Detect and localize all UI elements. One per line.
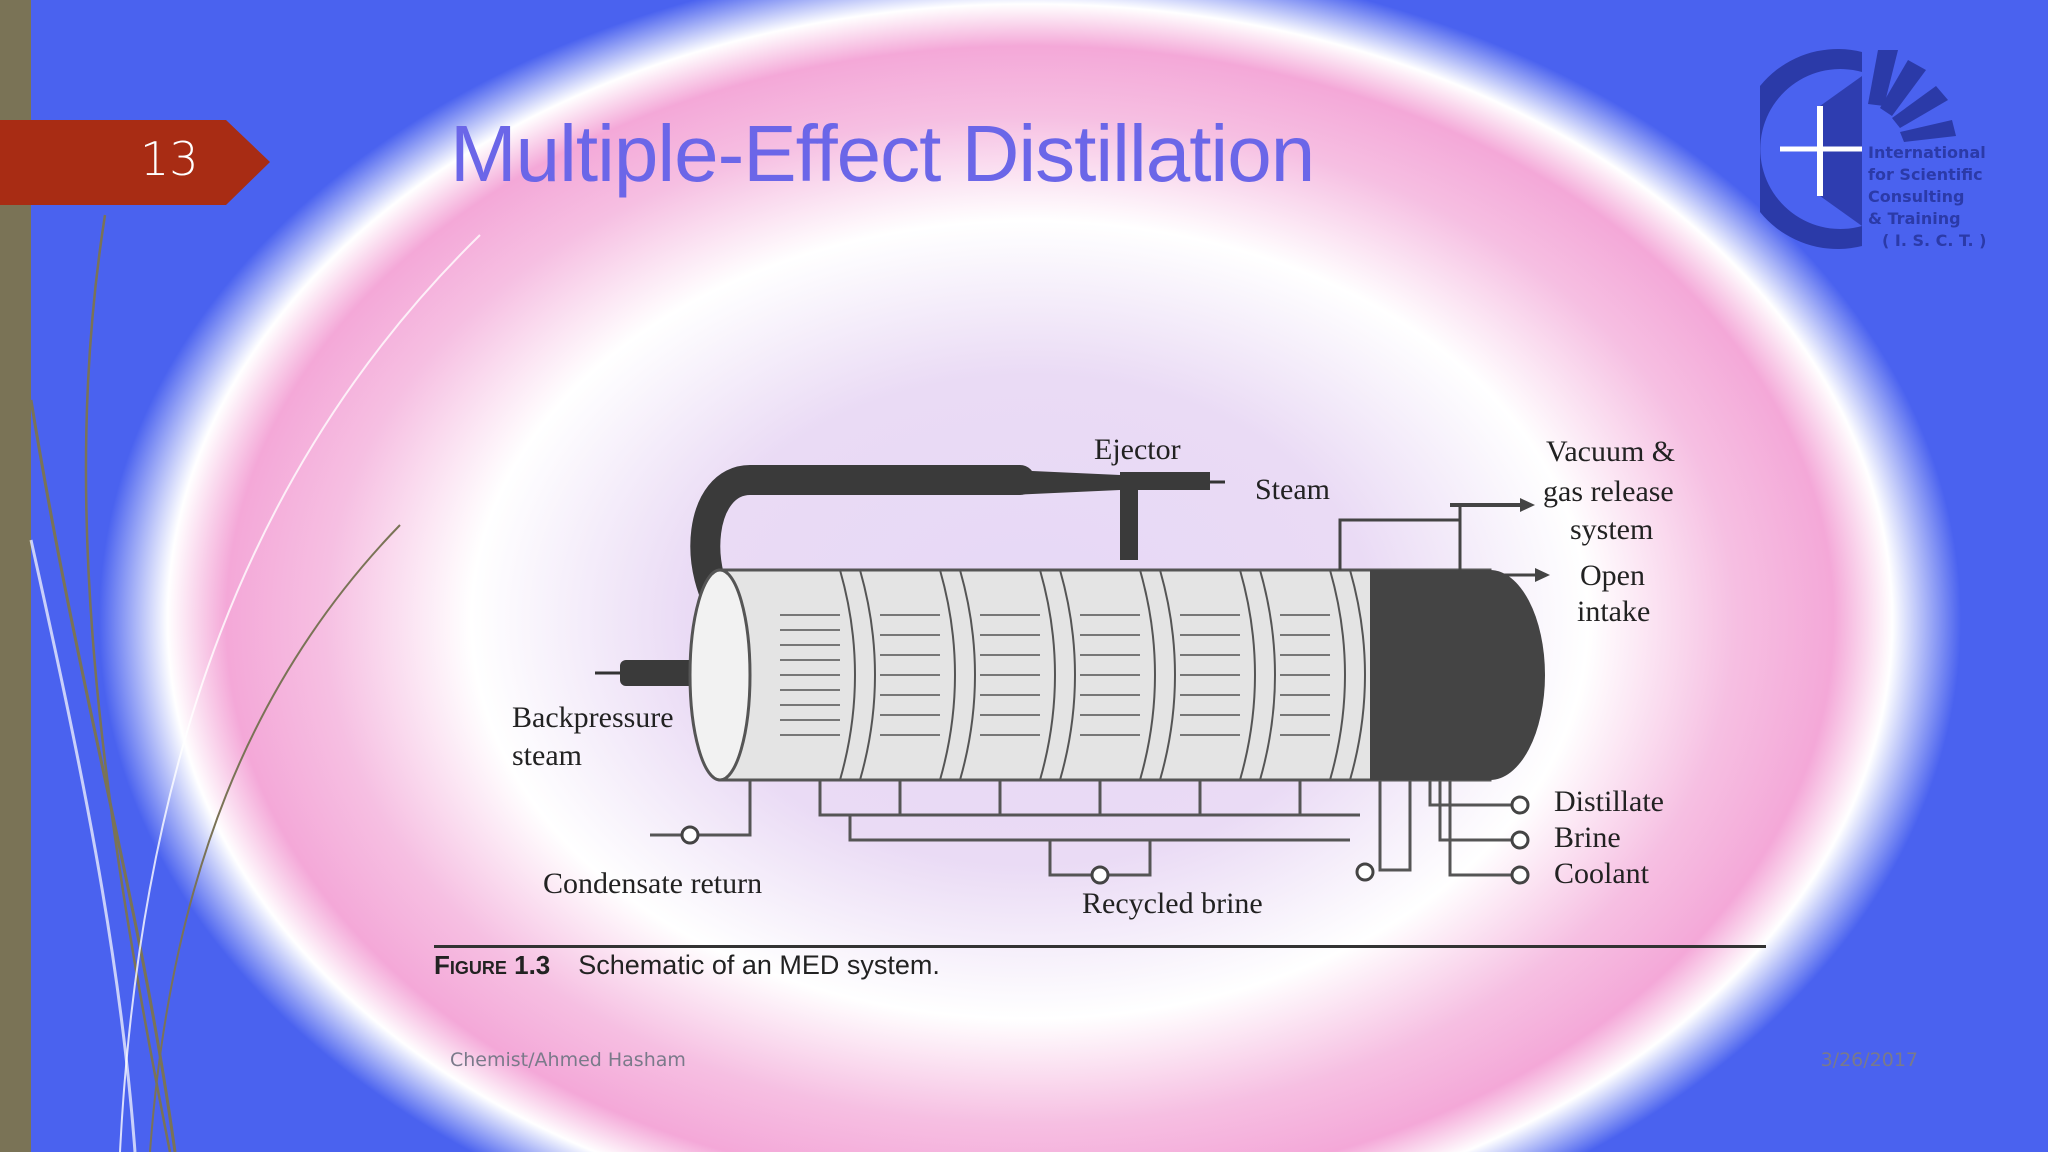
figure-caption: Figure 1.3 Schematic of an MED system.: [434, 950, 940, 981]
label-backpressure-1: Backpressure: [512, 701, 674, 734]
logo-line: for Scientific: [1868, 165, 1983, 184]
caption-rule: [434, 945, 1766, 948]
label-brine: Brine: [1554, 821, 1621, 854]
slide-title: Multiple-Effect Distillation: [450, 109, 1315, 198]
label-vacuum-1: Vacuum &: [1546, 435, 1676, 468]
logo-text: International for Scientific Consulting …: [1868, 142, 1987, 252]
footer-date: 3/26/2017: [1820, 1049, 1918, 1071]
label-vacuum-3: system: [1570, 513, 1654, 546]
label-ejector: Ejector: [1094, 433, 1181, 466]
label-coolant: Coolant: [1554, 857, 1649, 890]
label-recycled-brine: Recycled brine: [1082, 887, 1263, 920]
label-condensate: Condensate return: [543, 867, 763, 900]
caption-text: Schematic of an MED system.: [578, 950, 940, 980]
med-schematic-figure: [595, 465, 1550, 885]
footer-author: Chemist/Ahmed Hasham: [450, 1049, 686, 1071]
label-steam: Steam: [1255, 473, 1330, 506]
logo-line: ( I. S. C. T. ): [1882, 231, 1987, 250]
logo-line: International: [1868, 143, 1986, 162]
isct-logo-icon: [1760, 49, 1956, 249]
label-distillate: Distillate: [1554, 785, 1664, 818]
label-open-1: Open: [1580, 559, 1645, 592]
label-backpressure-2: steam: [512, 739, 582, 772]
caption-label: Figure 1.3: [434, 950, 551, 980]
label-open-2: intake: [1577, 595, 1651, 628]
slide-number: 13: [140, 132, 199, 186]
logo-line: & Training: [1868, 209, 1961, 228]
slide-number-tag: [0, 120, 270, 205]
label-vacuum-2: gas release: [1543, 475, 1674, 508]
logo-line: Consulting: [1868, 187, 1965, 206]
